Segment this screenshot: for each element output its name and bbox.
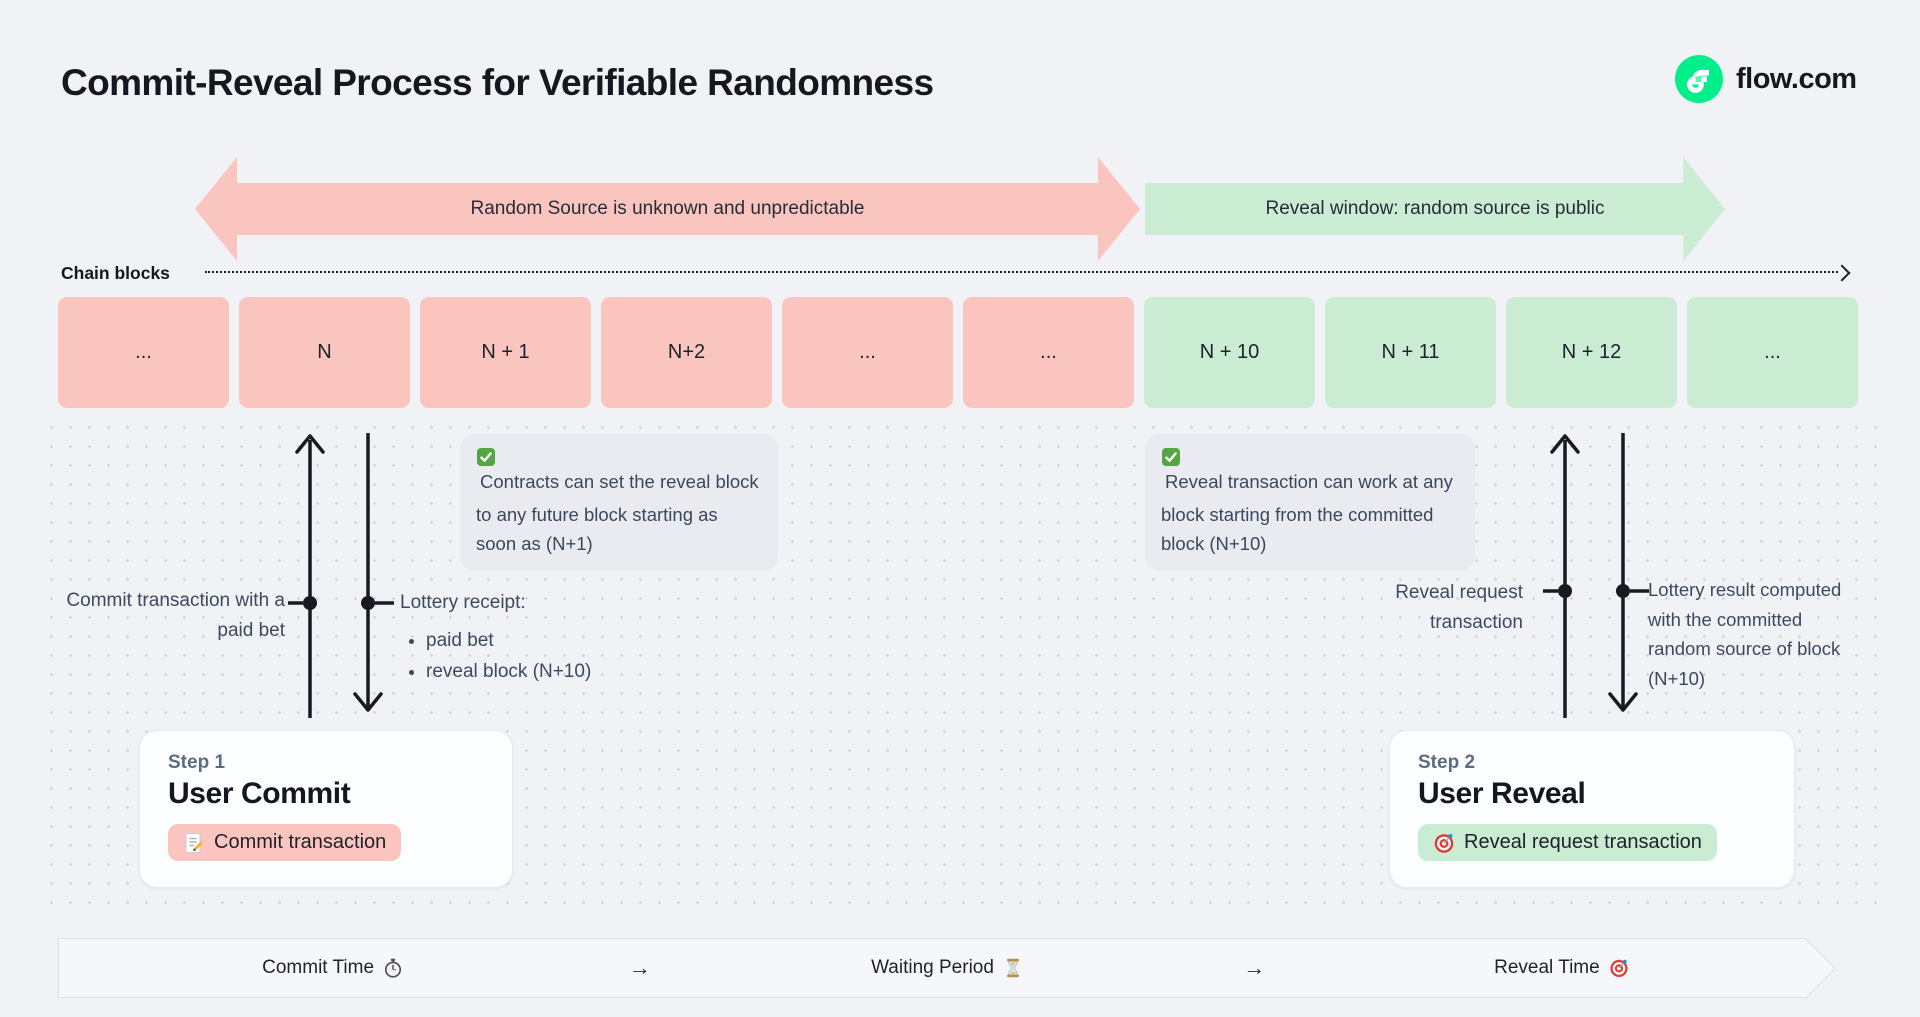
pill-label: Commit transaction xyxy=(214,831,387,853)
target-icon xyxy=(1609,958,1629,978)
block-label: ... xyxy=(135,341,152,363)
commit-phase-arrow: Random Source is unknown and unpredictab… xyxy=(195,157,1140,261)
chain-arrow-icon xyxy=(1833,264,1851,282)
step2-card: Step 2 User Reveal Reveal request transa… xyxy=(1389,730,1795,888)
brand-logo: flow.com xyxy=(1675,55,1857,103)
stopwatch-icon xyxy=(383,958,403,978)
check-icon xyxy=(476,447,762,467)
commit-transaction-pill: Commit transaction xyxy=(168,824,402,861)
reveal-request-label: Reveal request transaction xyxy=(1395,582,1523,633)
timeline-commit-time: Commit Time xyxy=(179,957,486,979)
chain-block: ... xyxy=(58,297,229,408)
memo-icon xyxy=(183,832,205,854)
chain-block: ... xyxy=(963,297,1134,408)
chain-block: ... xyxy=(1687,297,1858,408)
block-label: N + 1 xyxy=(481,341,530,363)
check-icon xyxy=(1161,447,1459,467)
block-label: N + 10 xyxy=(1199,341,1260,363)
block-label: ... xyxy=(1764,341,1781,363)
block-label: ... xyxy=(1040,341,1057,363)
step1-kicker: Step 1 xyxy=(168,752,226,773)
timeline-waiting-label: Waiting Period xyxy=(871,957,994,978)
block-label: N xyxy=(317,341,332,363)
commit-arrows-graphic xyxy=(282,428,402,723)
flow-logo-icon xyxy=(1675,55,1723,103)
timeline-reveal-time: Reveal Time xyxy=(1408,957,1715,979)
commit-note-card: Contracts can set the reveal block to an… xyxy=(460,434,778,571)
list-item: paid bet xyxy=(426,626,591,655)
reveal-phase-arrow: Reveal window: random source is public xyxy=(1145,157,1725,261)
step2-title: User Reveal xyxy=(1418,777,1586,810)
commit-note-text: Contracts can set the reveal block to an… xyxy=(476,471,759,554)
chain-block: N + 10 xyxy=(1144,297,1315,408)
lottery-receipt-block: Lottery receipt: paid bet reveal block (… xyxy=(400,588,591,688)
commit-phase-label: Random Source is unknown and unpredictab… xyxy=(470,198,865,219)
block-label: ... xyxy=(859,341,876,363)
lottery-result-label: Lottery result computed with the committ… xyxy=(1648,579,1842,689)
lottery-receipt-title: Lottery receipt: xyxy=(400,592,526,613)
reveal-note-text: Reveal transaction can work at any block… xyxy=(1161,471,1453,554)
chain-block: ... xyxy=(782,297,953,408)
lottery-receipt-list: paid bet reveal block (N+10) xyxy=(400,626,591,686)
chain-dotted-line xyxy=(205,271,1838,273)
chain-block: N+2 xyxy=(601,297,772,408)
chain-block: N + 12 xyxy=(1506,297,1677,408)
block-label: N + 12 xyxy=(1561,341,1622,363)
chain-block: N + 1 xyxy=(420,297,591,408)
hourglass-icon xyxy=(1003,958,1023,978)
step2-kicker: Step 2 xyxy=(1418,752,1476,773)
timeline-reveal-label: Reveal Time xyxy=(1494,957,1600,978)
reveal-request-pill: Reveal request transaction xyxy=(1418,824,1717,861)
chain-block-row: ... N N + 1 N+2 ... ... N + 10 N + 11 N … xyxy=(58,297,1858,408)
chain-block: N xyxy=(239,297,410,408)
block-label: N + 11 xyxy=(1381,341,1440,363)
reveal-note-card: Reveal transaction can work at any block… xyxy=(1145,434,1475,571)
timeline-bar: Commit Time → Waiting Period xyxy=(58,938,1805,998)
reveal-arrows-graphic xyxy=(1537,428,1657,723)
timeline-arrow: → xyxy=(628,955,651,980)
step1-title: User Commit xyxy=(168,777,351,810)
timeline-waiting-period: Waiting Period xyxy=(793,957,1100,979)
reveal-phase-label: Reveal window: random source is public xyxy=(1265,198,1605,219)
pill-label: Reveal request transaction xyxy=(1464,831,1702,853)
brand-text[interactable]: flow.com xyxy=(1736,62,1857,95)
target-icon xyxy=(1433,832,1455,854)
page-title: Commit-Reveal Process for Verifiable Ran… xyxy=(61,62,934,103)
chain-block: N + 11 xyxy=(1325,297,1496,408)
chain-blocks-label: Chain blocks xyxy=(61,263,170,283)
commit-transaction-label: Commit transaction with a paid bet xyxy=(66,590,285,641)
block-label: N+2 xyxy=(667,341,706,363)
timeline-commit-label: Commit Time xyxy=(262,957,375,978)
list-item: reveal block (N+10) xyxy=(426,657,591,686)
step1-card: Step 1 User Commit Commit transaction xyxy=(139,730,513,888)
timeline-arrow: → xyxy=(1243,955,1266,980)
